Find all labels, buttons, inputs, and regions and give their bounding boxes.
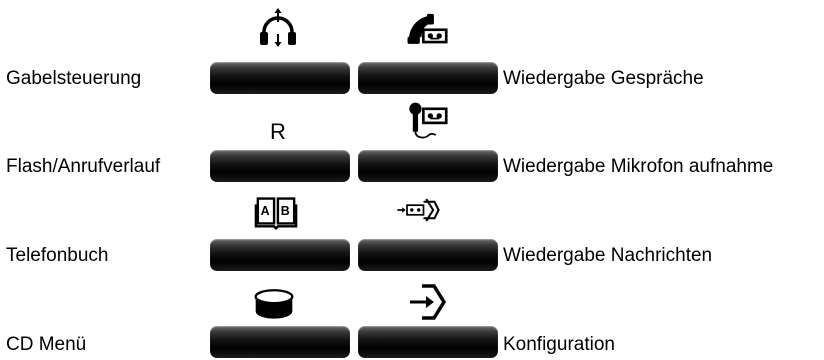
flash-anrufverlauf-button[interactable] bbox=[210, 150, 350, 182]
label-gabelsteuerung: Gabelsteuerung bbox=[6, 68, 142, 89]
r-letter: R bbox=[270, 119, 286, 144]
cd-drive-icon bbox=[252, 284, 296, 324]
label-cd-menu: CD Menü bbox=[6, 334, 87, 355]
label-wiedergabe-nachrichten: Wiedergabe Nachrichten bbox=[503, 245, 713, 266]
cd-menu-button[interactable] bbox=[210, 326, 350, 358]
gabelsteuerung-button[interactable] bbox=[210, 62, 350, 94]
label-konfiguration: Konfiguration bbox=[503, 334, 615, 355]
wiedergabe-mikrofon-aufnahme-button[interactable] bbox=[358, 150, 498, 182]
wiedergabe-nachrichten-button[interactable] bbox=[358, 239, 498, 271]
configuration-icon bbox=[404, 282, 448, 322]
konfiguration-button[interactable] bbox=[358, 326, 498, 358]
svg-text:A: A bbox=[261, 204, 270, 218]
label-telefonbuch: Telefonbuch bbox=[6, 245, 109, 266]
phone-recorder-icon bbox=[404, 8, 448, 48]
message-playback-icon bbox=[396, 190, 440, 230]
label-wiedergabe-gespraeche: Wiedergabe Gespräche bbox=[503, 68, 704, 89]
svg-text:B: B bbox=[281, 204, 290, 218]
headset-icon bbox=[256, 8, 300, 48]
r-letter-icon: R bbox=[256, 112, 300, 152]
label-flash-anrufverlauf: Flash/Anrufverlauf bbox=[6, 156, 161, 177]
wiedergabe-gespraeche-button[interactable] bbox=[358, 62, 498, 94]
phonebook-icon: A B bbox=[254, 192, 298, 232]
telefonbuch-button[interactable] bbox=[210, 239, 350, 271]
label-wiedergabe-mikrofon-aufnahme: Wiedergabe Mikrofon aufnahme bbox=[503, 156, 774, 177]
mic-recorder-icon bbox=[404, 102, 448, 142]
